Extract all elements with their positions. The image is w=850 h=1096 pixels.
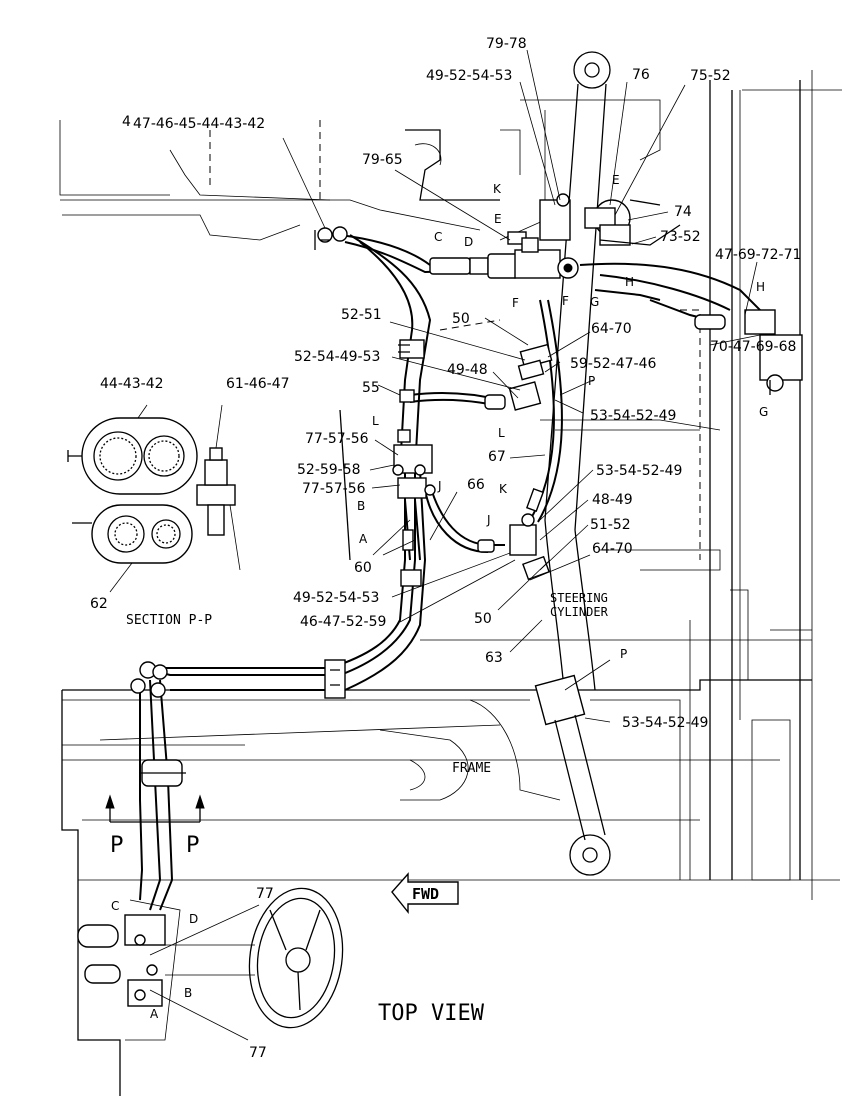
letter-f-left: F (512, 296, 519, 310)
callout-75-52: 75-52 (690, 68, 731, 84)
callout-76: 76 (632, 67, 650, 83)
callout-49-48: 49-48 (447, 362, 488, 378)
letter-h-right: H (756, 280, 765, 294)
letter-d-upper: D (464, 235, 473, 249)
callout-44-43-42: 44-43-42 (100, 376, 164, 392)
letter-e-right: E (612, 173, 620, 187)
callout-63: 63 (485, 650, 503, 666)
forward-arrow-label: FWD (412, 885, 439, 903)
section-cut-marker (105, 794, 205, 823)
callout-51-52: 51-52 (590, 517, 631, 533)
steering-label: STEERING (550, 591, 608, 605)
callout-47-69-72-71: 47-69-72-71 (715, 247, 801, 263)
section-mark-p-left: P (110, 833, 123, 858)
callout-52-54-49-53: 52-54-49-53 (294, 349, 380, 365)
callout-60: 60 (354, 560, 372, 576)
callout-77-57-56-a: 77-57-56 (305, 431, 369, 447)
letter-h-mid: H (625, 275, 634, 289)
callout-47-46-45-44-43-42: 47-46-45-44-43-42 (133, 116, 265, 132)
callout-53-54-52-49-a: 53-54-52-49 (590, 408, 676, 424)
callout-46-47-52-59: 46-47-52-59 (300, 614, 386, 630)
steering-cylinder (534, 51, 611, 876)
letter-k-upper: K (493, 182, 502, 196)
section-mark-p-right: P (186, 833, 199, 858)
callout-79-78: 79-78 (486, 36, 527, 52)
callout-55: 55 (362, 380, 380, 396)
letter-j-upper: J (437, 479, 442, 493)
letter-e-left: E (494, 212, 502, 226)
callout-52-51: 52-51 (341, 307, 382, 323)
captions: SECTION P-P STEERING CYLINDER FRAME TOP … (110, 591, 609, 1026)
cylinder-label: CYLINDER (550, 605, 609, 619)
callout-49-52-54-53-lower: 49-52-54-53 (293, 590, 379, 606)
letter-c-upper: C (434, 230, 442, 244)
callout-77-upper: 77 (256, 886, 274, 902)
part-callouts: 79-78 49-52-54-53 76 75-52 4 47-46-45-44… (90, 36, 801, 1061)
connection-letters: K E E C D F F G H H G P L L J J B A K P … (111, 173, 768, 1021)
callout-50-lower: 50 (474, 611, 492, 627)
letter-a-upper: A (359, 532, 368, 546)
callout-64-70-lower: 64-70 (592, 541, 633, 557)
callout-52-59-58: 52-59-58 (297, 462, 361, 478)
letter-j-lower: J (486, 513, 491, 527)
fittings (77, 193, 803, 1041)
callout-77-lower: 77 (249, 1045, 267, 1061)
letter-g-right: G (759, 405, 768, 419)
letter-g-upper: G (590, 295, 599, 309)
frame-label: FRAME (452, 761, 491, 776)
callout-79-65: 79-65 (362, 152, 403, 168)
steering-wheel (165, 887, 344, 1029)
callout-53-54-52-49-c: 53-54-52-49 (622, 715, 708, 731)
callout-4-prefix: 4 (122, 114, 131, 130)
letter-c-lower: C (111, 899, 119, 913)
callout-48-49: 48-49 (592, 492, 633, 508)
callout-53-54-52-49-b: 53-54-52-49 (596, 463, 682, 479)
callout-49-52-54-53-top: 49-52-54-53 (426, 68, 512, 84)
leader-lines (109, 49, 761, 1041)
callout-61-46-47: 61-46-47 (226, 376, 290, 392)
letter-p-upper: P (588, 374, 595, 388)
callout-73-52: 73-52 (660, 229, 701, 245)
callout-77-57-56-b: 77-57-56 (302, 481, 366, 497)
letter-b-upper: B (357, 499, 365, 513)
callout-50-upper: 50 (452, 311, 470, 327)
callout-70-47-69-68: 70-47-69-68 (710, 339, 796, 355)
letter-k-lower: K (499, 482, 508, 496)
letter-b-lower: B (184, 986, 192, 1000)
section-p-p-caption: SECTION P-P (126, 613, 212, 628)
letter-f-right: F (562, 294, 569, 308)
chassis-outline (59, 70, 842, 1096)
top-view-caption: TOP VIEW (378, 1001, 485, 1026)
letter-d-lower: D (189, 912, 198, 926)
callout-59-52-47-46: 59-52-47-46 (570, 356, 657, 372)
letter-l-upper: L (372, 414, 379, 428)
callout-62: 62 (90, 596, 108, 612)
forward-arrow: FWD (391, 872, 459, 914)
letter-l-lower: L (498, 426, 505, 440)
section-p-p-detail (67, 417, 241, 571)
letter-a-lower: A (150, 1007, 159, 1021)
callout-64-70-upper: 64-70 (591, 321, 632, 337)
callout-74: 74 (674, 204, 692, 220)
hydraulic-lines (139, 234, 771, 911)
letter-p-lower: P (620, 647, 627, 661)
callout-66: 66 (467, 477, 485, 493)
callout-67: 67 (488, 449, 506, 465)
